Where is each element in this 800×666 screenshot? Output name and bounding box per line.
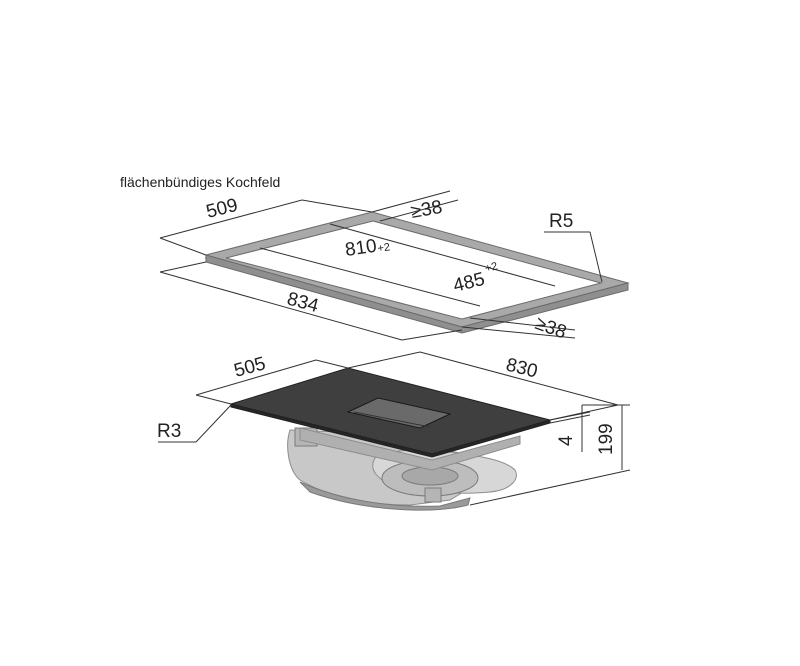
dim-485: 485 +2 [329, 223, 556, 297]
dim-min-edge-top-label: ≥38 [409, 197, 444, 223]
frame-opening [225, 220, 603, 320]
dim-810-tolerance: +2 [377, 241, 391, 255]
dim-min-edge-bottom-label: ≥38 [532, 313, 569, 344]
dim-199-label: 199 [596, 423, 617, 455]
diagram-caption: flächenbündiges Kochfeld [120, 174, 281, 190]
dim-810-label: 810 [344, 236, 378, 261]
dim-485-tolerance: +2 [484, 260, 499, 275]
hob-underside [299, 427, 521, 471]
dim-4: 4 [549, 405, 591, 452]
motor-base [299, 481, 471, 511]
dim-830-label: 830 [504, 354, 540, 382]
hob-unit [229, 367, 552, 511]
dim-4-label: 4 [556, 435, 577, 446]
downdraft-vent [346, 397, 452, 429]
radius-r3-label: R3 [157, 421, 181, 442]
radius-r5: R5 [544, 211, 603, 283]
cutout-frame [204, 211, 630, 334]
radius-r5-label: R5 [549, 211, 573, 232]
dim-505-label: 505 [232, 353, 268, 381]
dim-509-label: 509 [204, 195, 240, 223]
motor-bracket-right [424, 487, 442, 503]
radius-r3: R3 [157, 404, 232, 443]
dim-810: 810 +2 [259, 236, 481, 307]
dim-199: 199 [469, 404, 631, 506]
